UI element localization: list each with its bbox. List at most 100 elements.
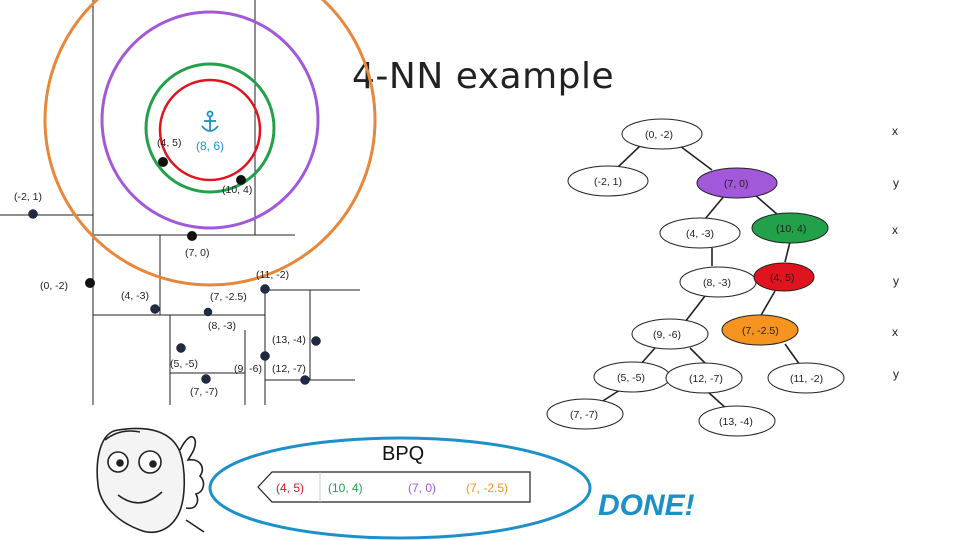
- purple-radius-circle: [100, 10, 320, 230]
- axis-label: y: [893, 367, 899, 381]
- tree-node-label: (10, 4): [776, 223, 806, 235]
- tree-node: (7, 0): [696, 167, 778, 199]
- point-label: (0, -2): [40, 280, 68, 292]
- axis-label: x: [892, 124, 898, 138]
- tree-node-label: (8, -3): [703, 277, 731, 289]
- tree-node-shape: [621, 118, 703, 150]
- tree-node-shape: [546, 398, 624, 430]
- point-13-neg4: (13, -4): [272, 334, 321, 346]
- plane-points: (4, 5) (10, 4) (-2, 1) (7, 0) (0, -2) (4…: [14, 137, 321, 398]
- point-10-4: (10, 4): [222, 175, 252, 196]
- point-5-neg5: (5, -5): [170, 343, 198, 370]
- bpq-queue-box: [257, 471, 531, 503]
- point-12-neg7: (12, -7): [272, 363, 310, 385]
- tree-node: (10, 4): [751, 212, 829, 244]
- tree-node-label: (4, 5): [770, 272, 795, 284]
- bpq-item-3: (7, -2.5): [466, 481, 508, 495]
- done-label: DONE!: [598, 489, 695, 522]
- tree-node: (4, 5): [753, 262, 815, 292]
- tree-node-label: (12, -7): [689, 373, 723, 385]
- search-circles: [43, 0, 377, 287]
- tree-node: (11, -2): [767, 362, 845, 394]
- target-point-label: (8, 6): [196, 139, 224, 153]
- point-label: (12, -7): [272, 363, 306, 375]
- tree-edge: [759, 290, 776, 318]
- axis-label: x: [892, 325, 898, 339]
- split-axis-labels: x y x y x y: [892, 124, 899, 381]
- tree-edge: [754, 194, 779, 216]
- tree-node: (13, -4): [698, 405, 776, 437]
- tree-node-shape: [631, 318, 709, 350]
- thumbs-up-face-icon: [96, 427, 205, 534]
- tree-node-shape: [665, 362, 743, 394]
- tree-node-label: (7, -2.5): [742, 325, 779, 337]
- point-label: (10, 4): [222, 184, 252, 196]
- point-label: (-2, 1): [14, 191, 42, 203]
- tree-node-shape: [767, 362, 845, 394]
- bpq-item-2: (7, 0): [408, 481, 436, 495]
- tree-node-shape: [659, 217, 741, 249]
- tree-edge: [616, 145, 641, 169]
- tree-node: (8, -3): [679, 266, 757, 298]
- tree-node-label: (5, -5): [617, 372, 645, 384]
- point-label: (9, -6): [234, 363, 262, 375]
- point-0-neg2: (0, -2): [40, 278, 95, 292]
- point-label: (7, -7): [190, 386, 218, 398]
- tree-node-shape: [696, 167, 778, 199]
- tree-node-label: (13, -4): [719, 416, 753, 428]
- green-radius-circle: [144, 62, 276, 194]
- point-label: (4, 5): [157, 137, 182, 149]
- tree-node: (0, -2): [621, 118, 703, 150]
- tree-edge: [784, 343, 801, 366]
- tree-edge: [784, 241, 791, 263]
- point-label: (11, -2): [256, 269, 289, 281]
- bpq-title: BPQ: [382, 443, 424, 465]
- point-label: (13, -4): [272, 334, 306, 346]
- point-9-neg6: (9, -6): [234, 351, 270, 375]
- point-7-neg2-5: (7, -2.5): [203, 291, 247, 317]
- bpq-panel: BPQ (4, 5) (10, 4) (7, 0) (7, -2.5): [208, 436, 592, 540]
- point-7-neg7: (7, -7): [190, 374, 218, 398]
- tree-node: (5, -5): [593, 361, 671, 393]
- tree-node-label: (0, -2): [645, 129, 673, 141]
- kd-tree-nodes: (0, -2) (-2, 1) (7, 0) (4, -3) (10, 4) (…: [546, 118, 845, 437]
- tree-node-label: (7, -7): [570, 409, 598, 421]
- tree-edge: [689, 347, 706, 364]
- tree-node-shape: [751, 212, 829, 244]
- point-label: (4, -3): [121, 290, 149, 302]
- point-label: (7, 0): [185, 247, 210, 259]
- tree-edge: [679, 145, 713, 171]
- tree-node-label: (7, 0): [724, 178, 749, 190]
- tree-node-shape: [698, 405, 776, 437]
- point-7-0: (7, 0): [185, 231, 210, 259]
- point-label: (5, -5): [170, 358, 198, 370]
- tree-node-label: (11, -2): [790, 373, 823, 385]
- point-4-5: (4, 5): [157, 137, 182, 167]
- tree-edge: [704, 194, 726, 220]
- tree-node: (7, -7): [546, 398, 624, 430]
- tree-node: (-2, 1): [567, 165, 649, 197]
- tree-node-label: (-2, 1): [594, 176, 622, 188]
- tree-node-label: (9, -6): [653, 329, 681, 341]
- point-11-neg2: (11, -2): [256, 269, 289, 294]
- tree-node-shape: [567, 165, 649, 197]
- axis-label: y: [893, 274, 899, 288]
- bpq-ellipse: [208, 436, 592, 540]
- orange-radius-circle: [43, 0, 377, 287]
- red-radius-circle: [158, 78, 262, 182]
- axis-label: x: [892, 223, 898, 237]
- point-label: (7, -2.5): [210, 291, 247, 303]
- axis-label: y: [893, 176, 899, 190]
- bpq-item-0: (4, 5): [276, 481, 304, 495]
- anchor-icon: [201, 110, 219, 132]
- slide-title: 4-NN example: [352, 56, 615, 97]
- tree-node-shape: [753, 262, 815, 292]
- tree-node: (7, -2.5): [721, 314, 799, 346]
- point-8-neg3: (8, -3): [208, 320, 236, 332]
- point-label: (8, -3): [208, 320, 236, 332]
- tree-node-shape: [721, 314, 799, 346]
- tree-edge: [684, 295, 706, 323]
- point-4-neg3: (4, -3): [121, 290, 160, 314]
